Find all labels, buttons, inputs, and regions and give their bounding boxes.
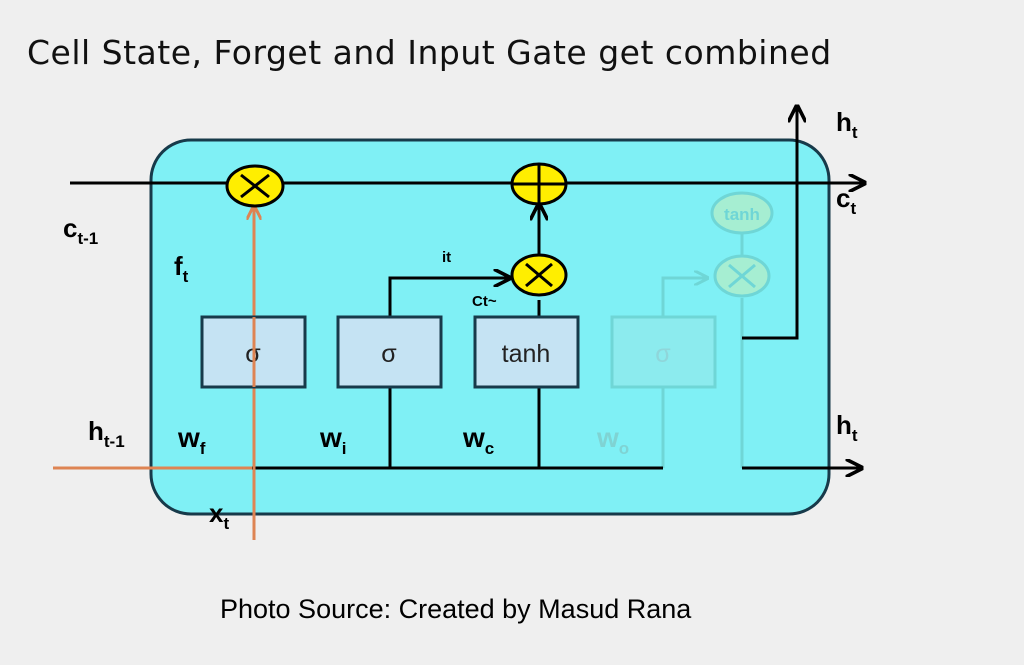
cell-add-op [510, 162, 568, 206]
input-gate-box: σ [336, 315, 443, 389]
output-tanh-label: tanh [724, 205, 760, 224]
output-multiply-op [713, 254, 771, 298]
input-multiply-op [510, 253, 568, 297]
input-gate-line [388, 278, 508, 468]
label-wi: wi [319, 422, 347, 458]
candidate-gate-box: tanh [473, 315, 580, 389]
label-wo: wo [596, 422, 629, 458]
label-c-out: ct [836, 183, 856, 218]
h-top-output-line [742, 108, 797, 340]
label-wc: wc [462, 422, 494, 458]
forget-multiply-op [225, 164, 285, 208]
output-gate-box: σ [610, 315, 717, 389]
label-ct-tilde: Ct~ [472, 293, 497, 310]
output-tanh-op: tanh [710, 191, 774, 235]
photo-source-caption: Photo Source: Created by Masud Rana [220, 594, 692, 624]
output-gate-path [661, 232, 744, 468]
output-gate-sigma: σ [655, 340, 671, 368]
label-h-out: ht [836, 410, 858, 445]
label-c-prev: ct-1 [63, 213, 98, 248]
label-x: xt [209, 498, 229, 533]
label-h-prev: ht-1 [88, 416, 125, 451]
label-f: ft [174, 251, 189, 286]
page-title: Cell State, Forget and Input Gate get co… [27, 33, 832, 72]
label-h-top: ht [836, 107, 858, 142]
input-gate-sigma: σ [381, 340, 397, 368]
label-it: it [442, 249, 451, 266]
candidate-gate-tanh: tanh [502, 340, 551, 368]
label-wf: wf [177, 422, 206, 458]
